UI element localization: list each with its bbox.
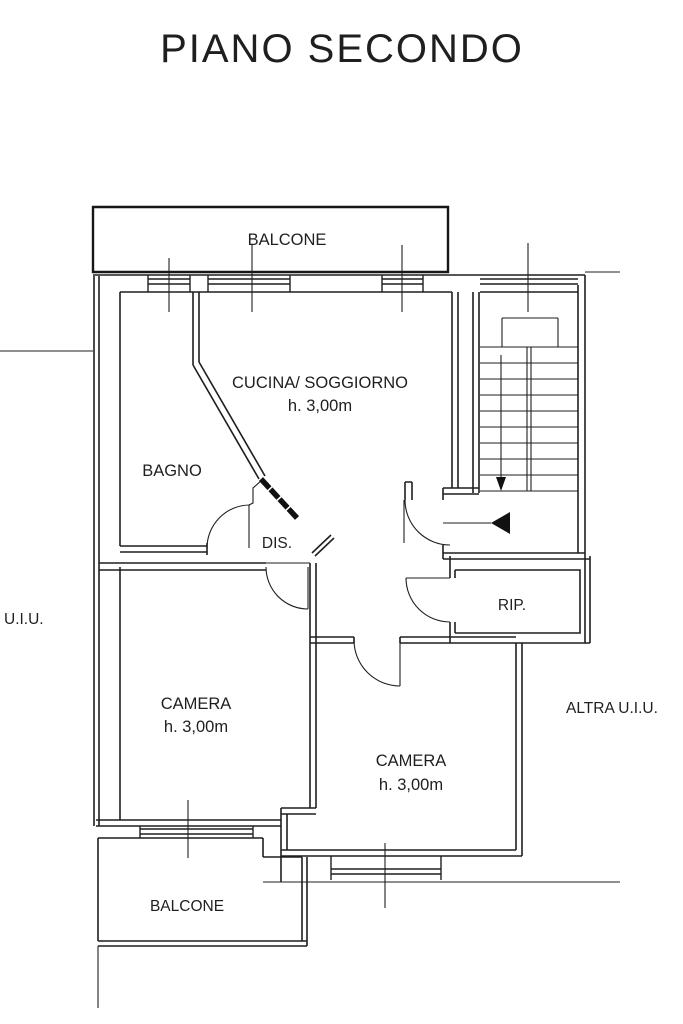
camera-right-label: CAMERA <box>376 752 447 770</box>
camera-left-room: CAMERA h. 3,00m <box>99 562 310 736</box>
rip-label: RIP. <box>498 597 526 614</box>
entrance <box>403 481 510 546</box>
camera-right-height: h. 3,00m <box>379 776 443 794</box>
rip-room: RIP. <box>405 545 590 643</box>
dis-hallway: DIS. <box>262 535 317 643</box>
unit-annotations: U.I.U. ALTRA U.I.U. <box>4 611 658 717</box>
camera-left-height: h. 3,00m <box>164 718 228 736</box>
top-balcony: BALCONE <box>91 205 450 274</box>
cucina-height-label: h. 3,00m <box>288 397 352 415</box>
exterior-walls <box>93 274 591 882</box>
cucina-label: CUCINA/ SOGGIORNO <box>232 374 408 392</box>
stair-handrail <box>526 347 532 491</box>
bagno-label: BAGNO <box>142 462 202 480</box>
boundary-lines <box>0 271 620 1008</box>
left-unit-label: U.I.U. <box>4 611 44 628</box>
top-balcony-label: BALCONE <box>248 231 327 249</box>
bagno-room: BAGNO <box>120 292 300 555</box>
bottom-balcony: BALCONE <box>97 837 308 947</box>
staircase <box>472 292 578 493</box>
camera-right-room: CAMERA h. 3,00m <box>309 637 447 808</box>
bottom-balcony-label: BALCONE <box>150 898 224 915</box>
entrance-arrow-icon <box>491 512 510 534</box>
windows-top <box>147 243 578 312</box>
right-unit-label: ALTRA U.I.U. <box>566 700 658 717</box>
dis-label: DIS. <box>262 535 292 552</box>
small-open-leaf <box>311 534 335 557</box>
stair-down-arrow-icon <box>496 477 506 491</box>
windows-bottom <box>139 800 442 908</box>
camera-left-label: CAMERA <box>161 695 232 713</box>
cucina-soggiorno-room: CUCINA/ SOGGIORNO h. 3,00m <box>232 292 459 557</box>
page-title: PIANO SECONDO <box>160 27 524 71</box>
